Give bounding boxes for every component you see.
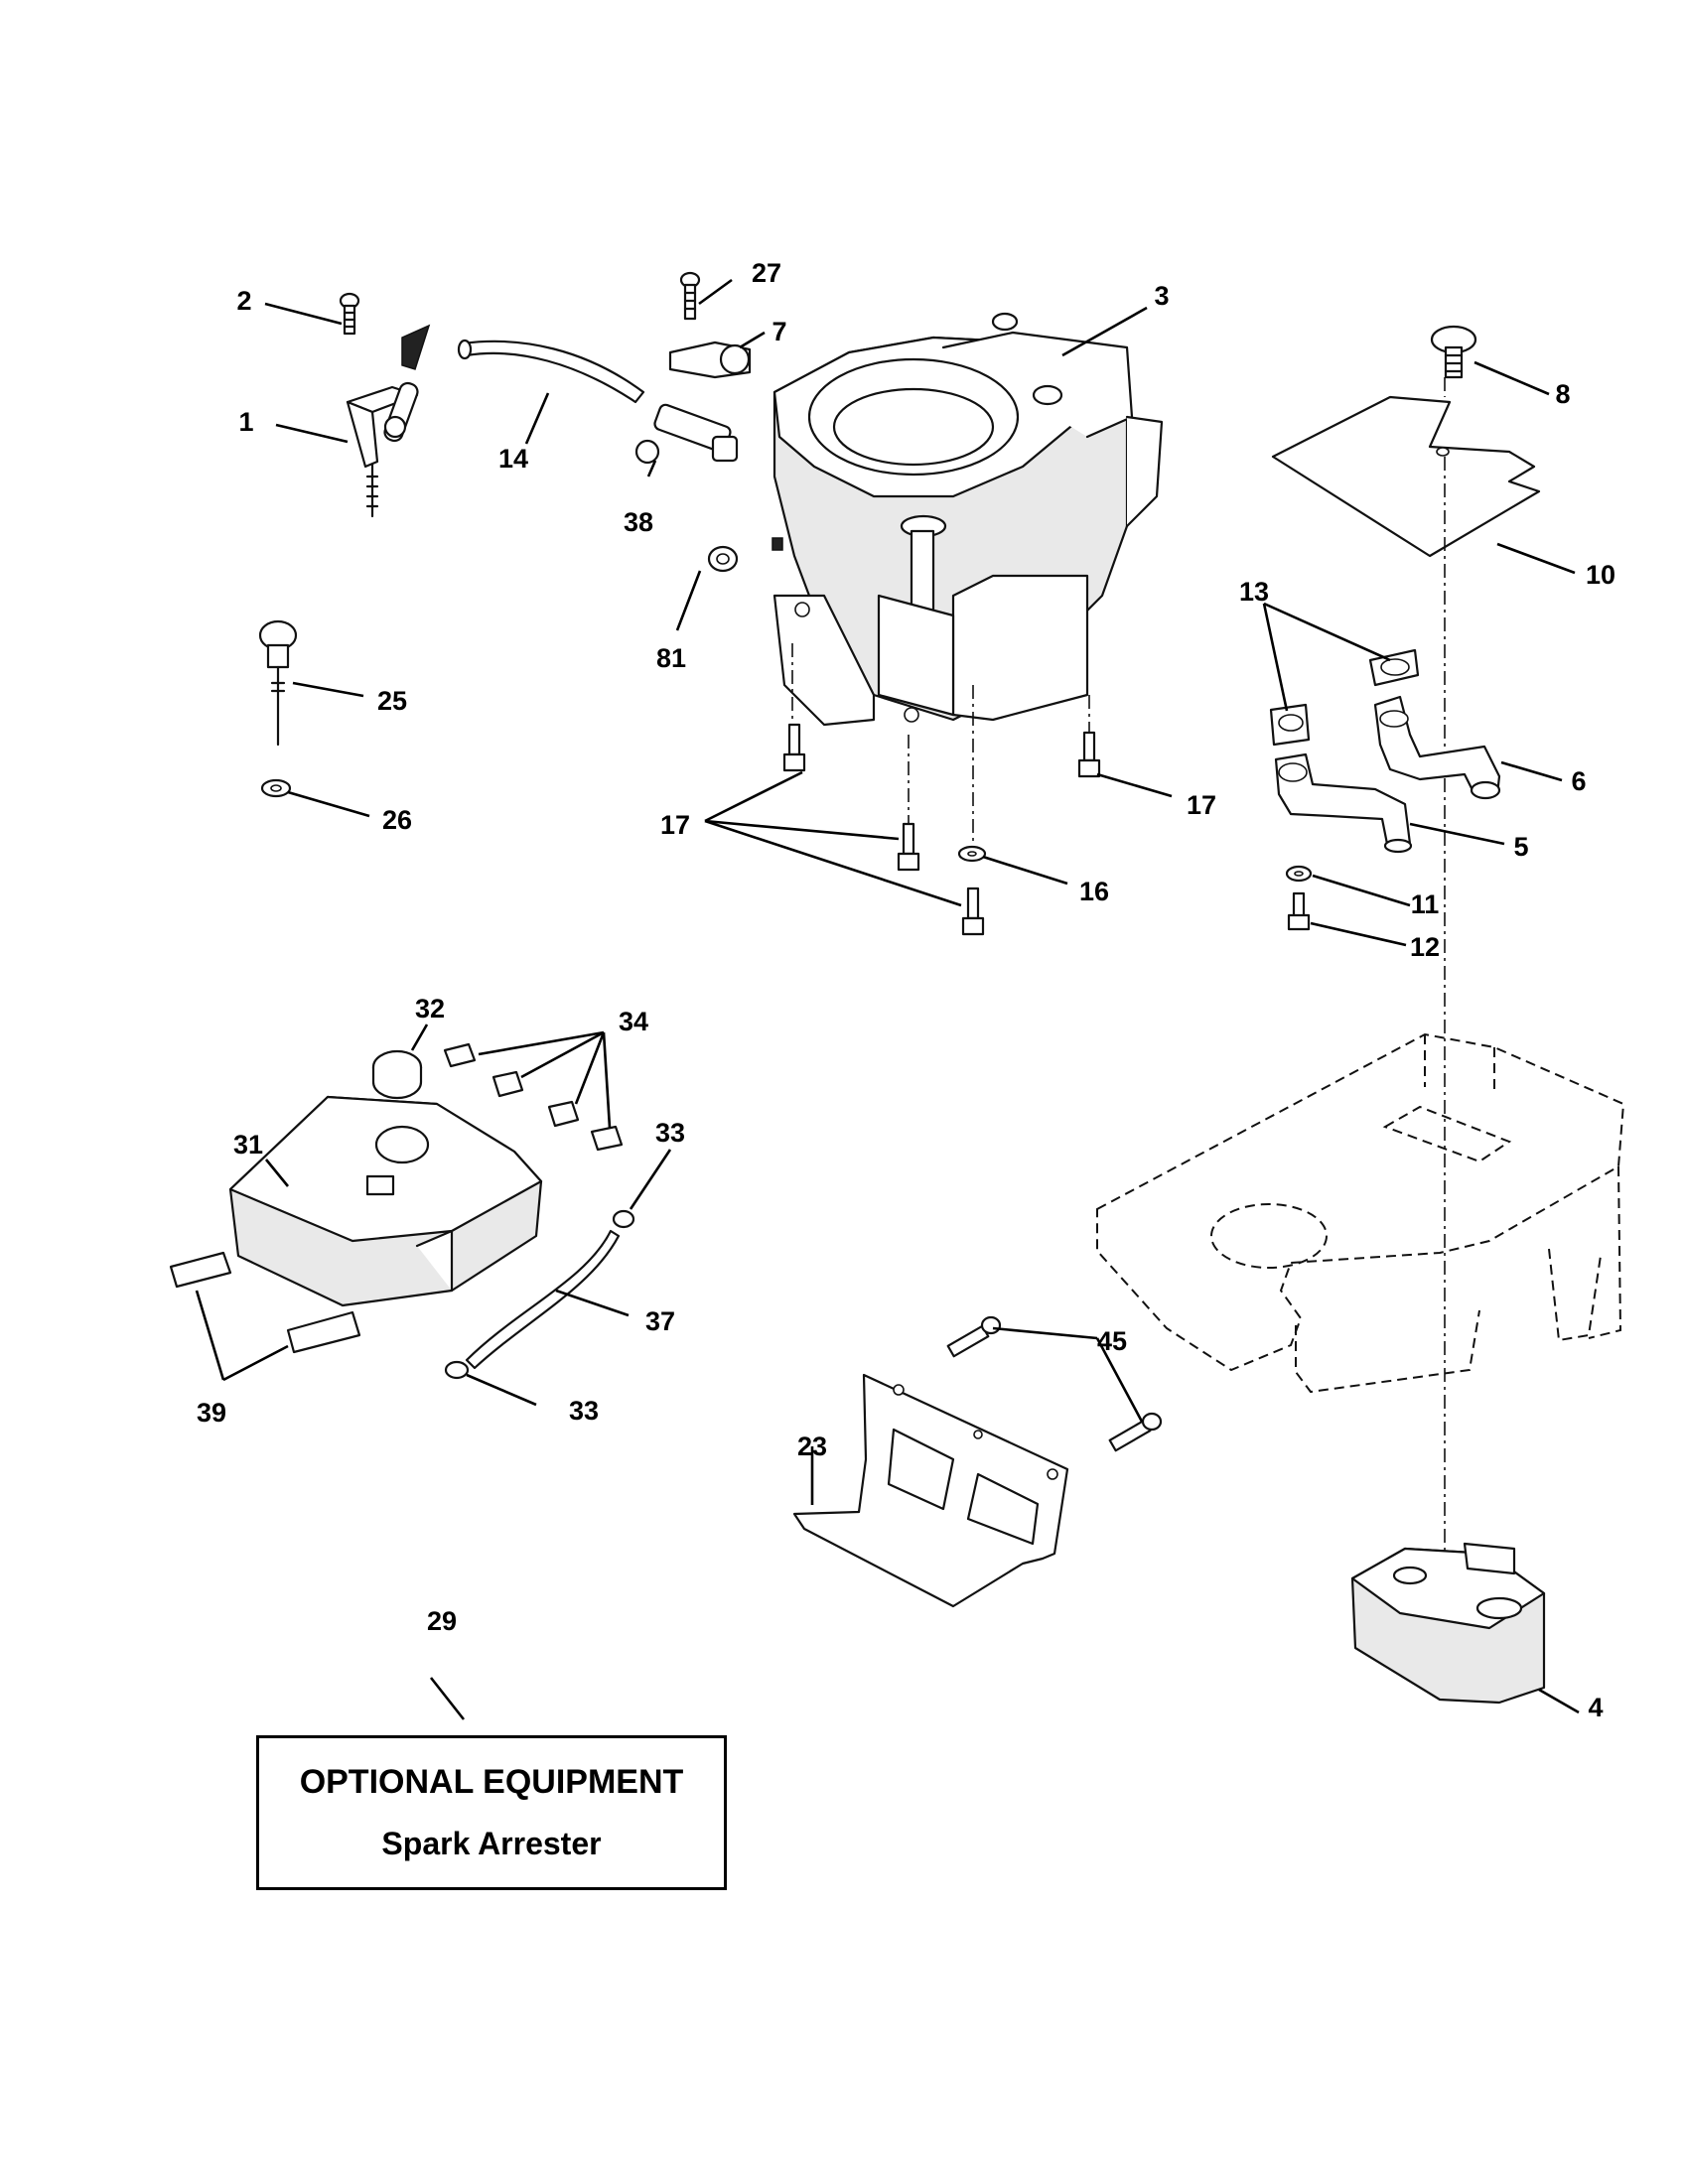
gasket-part-13b	[1269, 703, 1311, 747]
clamp-part-7	[668, 341, 752, 379]
hose-clamp-part-33a	[612, 1209, 635, 1229]
callout-33-top: 33	[655, 1118, 685, 1148]
callout-26: 26	[382, 805, 412, 835]
callout-8: 8	[1555, 379, 1570, 409]
throttle-control-part-1	[346, 324, 431, 518]
bolt-part-17b	[897, 822, 920, 872]
fuel-hose-part-37	[465, 1229, 621, 1370]
exhaust-pipe-part-5	[1274, 752, 1413, 854]
gasket-part-13a	[1368, 648, 1420, 687]
washer-part-16	[957, 845, 987, 863]
callout-81: 81	[656, 643, 686, 673]
callout-27: 27	[752, 258, 781, 288]
pad-part-34b	[491, 1070, 524, 1098]
callout-6: 6	[1571, 766, 1586, 796]
nut-part-81	[707, 537, 783, 573]
fuel-line-part-14	[457, 339, 645, 404]
callout-4: 4	[1588, 1693, 1603, 1722]
callout-11: 11	[1411, 889, 1440, 919]
callout-32: 32	[415, 994, 445, 1024]
fuel-cap-part-32	[371, 1049, 423, 1100]
hose-clamp-part-33b	[444, 1360, 470, 1380]
callout-1: 1	[238, 407, 253, 437]
bolt-part-17d	[1077, 731, 1101, 778]
callout-38: 38	[624, 507, 653, 537]
callout-23: 23	[797, 1432, 827, 1461]
bolt-part-17c	[961, 887, 985, 936]
washer-part-26	[260, 778, 292, 798]
choke-knob-part-25	[258, 619, 298, 747]
fuel-fitting-part-38	[634, 403, 739, 465]
optional-equipment-box: OPTIONAL EQUIPMENT Spark Arrester	[256, 1735, 727, 1890]
optional-equipment-title: OPTIONAL EQUIPMENT	[299, 1763, 684, 1801]
bracket-part-23	[792, 1373, 1069, 1608]
heat-shield-part-10	[1271, 395, 1541, 558]
fuel-tank-part-31	[228, 1095, 543, 1307]
pad-part-39b	[286, 1310, 361, 1354]
engine-part-3	[772, 312, 1164, 727]
callout-labels: 1 2 3 4 5 6 7 8 10 11 12 13 14 16 17 17 …	[197, 258, 1615, 1722]
callout-29: 29	[427, 1606, 457, 1636]
callout-17-right: 17	[1187, 790, 1216, 820]
exhaust-pipe-part-6	[1373, 695, 1501, 800]
leader-lines	[195, 278, 1580, 1720]
callout-39: 39	[197, 1398, 226, 1428]
bolt-part-12	[1287, 891, 1311, 931]
callout-31: 31	[233, 1130, 263, 1160]
pad-part-39a	[169, 1251, 232, 1289]
callout-3: 3	[1154, 281, 1169, 311]
callout-33-bottom: 33	[569, 1396, 599, 1426]
callout-12: 12	[1410, 932, 1440, 962]
tractor-frame-reference	[1096, 1032, 1625, 1394]
muffler-part-4	[1350, 1542, 1546, 1705]
callout-10: 10	[1586, 560, 1615, 590]
callout-25: 25	[377, 686, 407, 716]
pad-part-34c	[547, 1100, 580, 1128]
callout-5: 5	[1513, 832, 1528, 862]
callout-34: 34	[619, 1007, 648, 1036]
callout-17-left: 17	[660, 810, 690, 840]
callout-45: 45	[1097, 1326, 1127, 1356]
screw-part-2	[339, 292, 360, 336]
washer-part-11	[1285, 865, 1313, 883]
callout-14: 14	[498, 444, 528, 474]
screw-part-45b	[1108, 1412, 1163, 1452]
screw-part-8	[1430, 325, 1477, 379]
pad-part-34d	[590, 1125, 624, 1152]
screw-part-27	[679, 271, 701, 321]
callout-7: 7	[772, 317, 786, 346]
spark-arrester-label: Spark Arrester	[381, 1826, 602, 1861]
screw-part-45a	[946, 1315, 1002, 1358]
bolt-part-17a	[782, 723, 806, 772]
callout-16: 16	[1079, 877, 1109, 906]
pad-part-34a	[443, 1042, 477, 1068]
callout-2: 2	[236, 286, 251, 316]
callout-37: 37	[645, 1306, 675, 1336]
callout-13: 13	[1239, 577, 1269, 607]
